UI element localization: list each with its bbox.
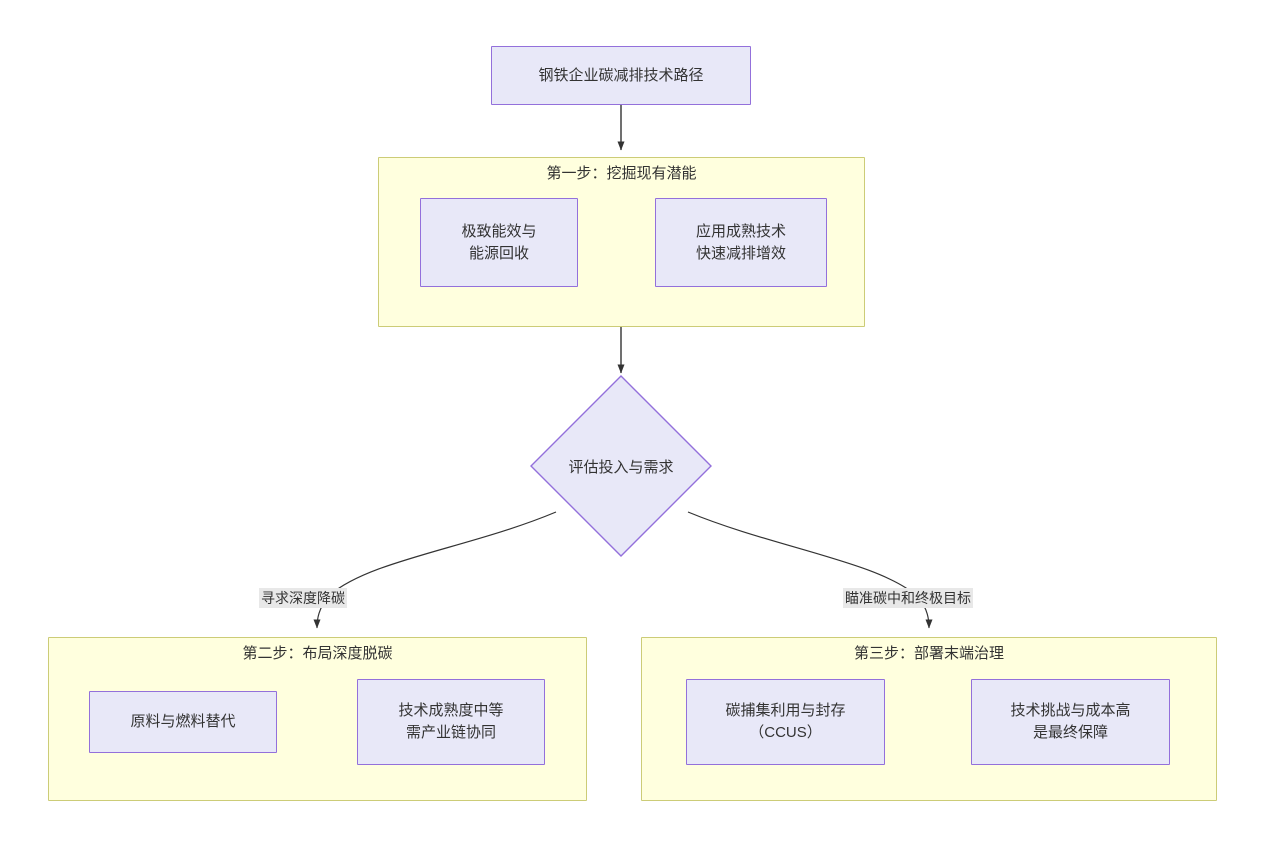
edge-decision-to-step2	[313, 511, 557, 629]
node-step2-feedstock-substitution[interactable]: 原料与燃料替代	[89, 691, 277, 753]
node-step1-energy-efficiency-label: 极致能效与 能源回收	[461, 222, 537, 262]
node-step2-supply-chain[interactable]: 技术成熟度中等 需产业链协同	[357, 679, 545, 765]
node-step3-challenges-label: 技术挑战与成本高 是最终保障	[1010, 702, 1131, 741]
node-decision[interactable]: 评估投入与需求	[530, 375, 712, 557]
edge-label-right: 瞄准碳中和终极目标	[843, 588, 973, 608]
cluster-step3-title: 第三步：部署末端治理	[853, 645, 1004, 662]
decision-diamond-shape	[530, 375, 712, 557]
node-step1-mature-tech-label: 应用成熟技术 快速减排增效	[695, 222, 786, 262]
node-step2-feedstock-substitution-label: 原料与燃料替代	[130, 713, 236, 730]
cluster-step2-title: 第二步：布局深度脱碳	[242, 645, 393, 662]
node-step3-ccus[interactable]: 碳捕集利用与封存 （CCUS）	[686, 679, 885, 765]
node-title[interactable]: 钢铁企业碳减排技术路径	[491, 46, 751, 105]
edge-decision-to-step3	[687, 511, 933, 629]
node-title-label: 钢铁企业碳减排技术路径	[538, 66, 704, 84]
node-decision-label: 评估投入与需求	[568, 458, 674, 476]
node-step2-supply-chain-label: 技术成熟度中等 需产业链协同	[398, 702, 504, 741]
node-step3-ccus-label: 碳捕集利用与封存 （CCUS）	[725, 702, 846, 741]
node-step3-challenges[interactable]: 技术挑战与成本高 是最终保障	[971, 679, 1170, 765]
node-step1-energy-efficiency[interactable]: 极致能效与 能源回收	[420, 198, 578, 287]
cluster-step1-title: 第一步：挖掘现有潜能	[546, 165, 697, 182]
edge-label-left: 寻求深度降碳	[259, 588, 347, 608]
node-step1-mature-tech[interactable]: 应用成熟技术 快速减排增效	[655, 198, 827, 287]
